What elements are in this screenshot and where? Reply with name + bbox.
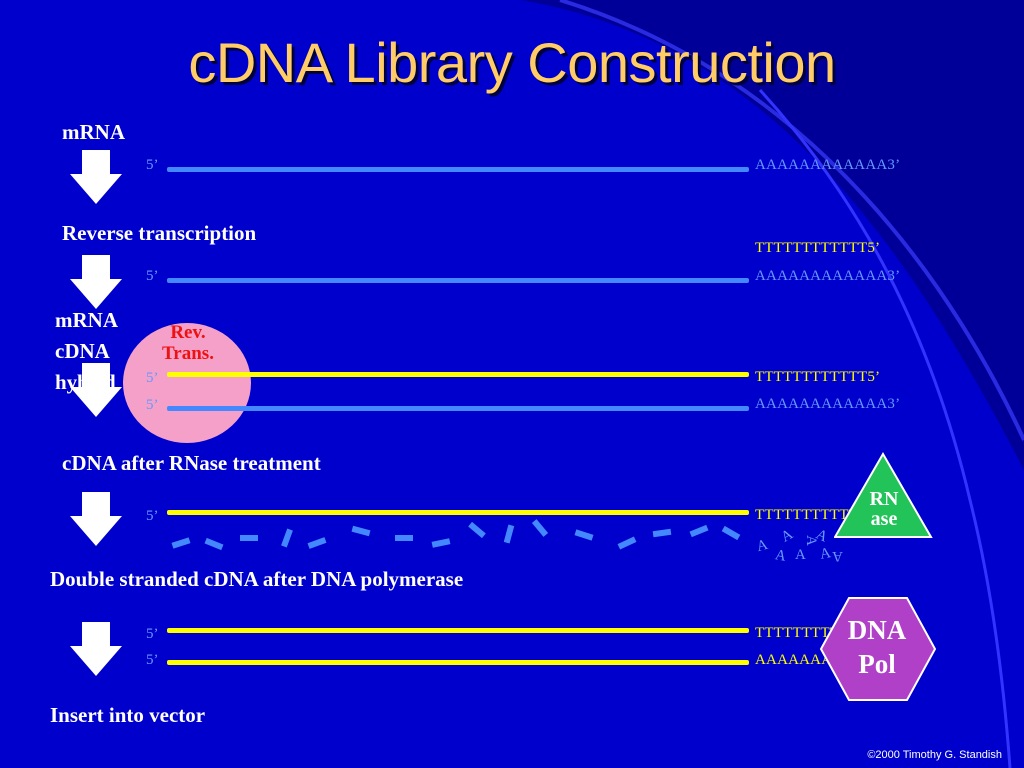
five-prime-label: 5’ <box>146 508 159 524</box>
dna-polymerase-enzyme <box>819 597 937 701</box>
poly-a-tail: AAAAAAAAAAAA3’ <box>755 268 901 284</box>
dna-pol-label: DNA Pol <box>847 615 907 679</box>
five-prime-label: 5’ <box>146 397 159 413</box>
down-arrow-icon <box>70 363 122 417</box>
mrna-strand <box>167 278 749 283</box>
cdna-strand <box>167 628 749 633</box>
down-arrow-icon <box>70 150 122 204</box>
down-arrow-icon <box>70 492 122 546</box>
rna-fragment <box>395 535 413 541</box>
mrna-strand <box>167 167 749 172</box>
five-prime-label: 5’ <box>146 652 159 668</box>
five-prime-label: 5’ <box>146 370 159 386</box>
step-label-dna-polymerase: Double stranded cDNA after DNA polymeras… <box>50 567 464 591</box>
oligo-dt-primer: TTTTTTTTTTTT5’ <box>755 240 881 256</box>
slide-title: cDNA Library Construction <box>188 31 836 94</box>
mrna-strand <box>167 406 749 411</box>
step-label-reverse-transcription: Reverse transcription <box>62 221 257 245</box>
rev-trans-label: Rev. Trans. <box>162 322 214 364</box>
step-label-rnase: cDNA after RNase treatment <box>62 451 321 475</box>
copyright-footer: ©2000 Timothy G. Standish <box>867 749 1002 761</box>
second-strand <box>167 660 749 665</box>
rna-fragment <box>240 535 258 541</box>
poly-a-tail: AAAAAAAAAAAA3’ <box>755 157 901 173</box>
rnase-label: RN ase <box>869 488 899 530</box>
reverse-transcriptase-enzyme <box>123 323 251 443</box>
loose-adenine: A <box>832 548 843 564</box>
step-label-hybrid: mRNA cDNA hybrid <box>55 308 118 394</box>
down-arrow-icon <box>70 255 122 309</box>
step-label-mrna: mRNA <box>62 120 125 144</box>
five-prime-label: 5’ <box>146 268 159 284</box>
five-prime-label: 5’ <box>146 626 159 642</box>
rnase-enzyme <box>834 452 933 538</box>
poly-t-sequence: TTTTTTTTTTTT5’ <box>755 369 881 385</box>
step-label-vector: Insert into vector <box>50 703 206 727</box>
cdna-strand <box>167 510 749 515</box>
cdna-strand <box>167 372 749 377</box>
loose-adenine: A <box>795 547 806 563</box>
five-prime-label: 5’ <box>146 157 159 173</box>
poly-a-tail: AAAAAAAAAAAA3’ <box>755 396 901 412</box>
down-arrow-icon <box>70 622 122 676</box>
